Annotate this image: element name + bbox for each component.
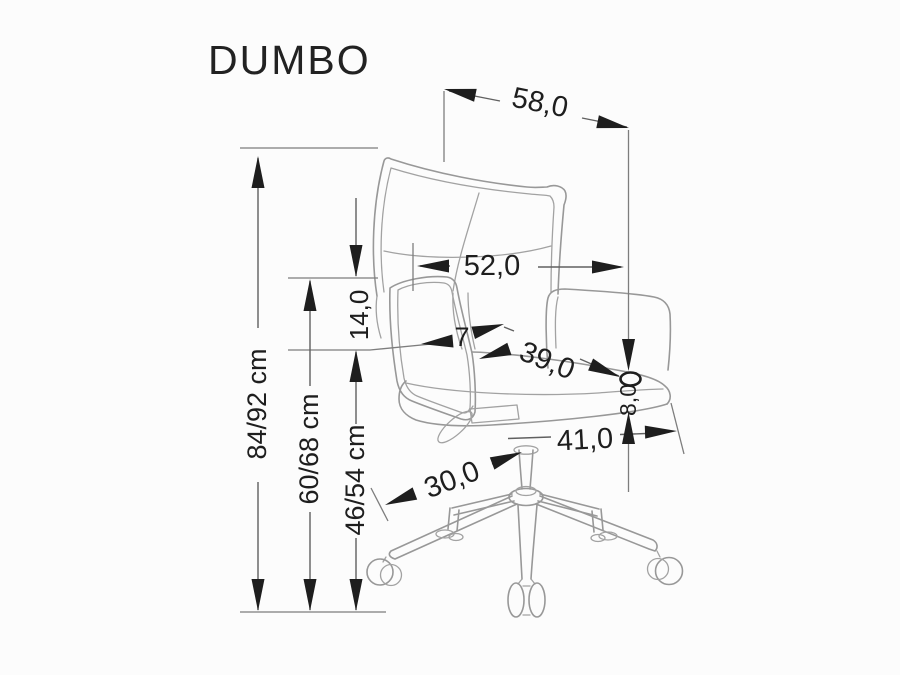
arrow-base-arm-lower [385,487,418,505]
armrest-left-outer [389,275,477,421]
seat-mechanism [469,404,520,424]
gas-lift-column-right [529,449,534,490]
caster-right-wheel-outer [654,556,684,586]
caster-front-wheel-left [507,582,525,618]
chair-line-art [366,157,684,618]
seat-bottom-edge [398,380,668,427]
chair-base [366,493,684,618]
arrow-armrest-height-top [303,279,317,311]
caster-left-wheel-outer [366,558,394,586]
armrest-right-outer [545,288,672,371]
arrow-armrest-height-bottom [303,579,317,611]
dim-label-total-height: 84/92 cm [242,348,272,459]
dim-label-total-depth: 58,0 [509,82,571,125]
gas-lift-column-left [518,449,523,490]
seat-edge-marker [619,371,642,387]
caster-rear-right-a [598,531,618,541]
base-hub [508,487,544,507]
arrow-seat-height-top [349,350,363,382]
base-hub-cap [515,485,537,497]
arrow-seat-height-bottom [349,579,363,611]
arrow-cushion-up [622,412,635,444]
arrow-total-height-bottom [251,579,265,611]
arrow-depth-left [444,88,477,102]
adjustment-lever [437,410,473,444]
arrow-seat-to-armrest-down [349,245,363,277]
dim-label-armrest-width: 7 [454,322,469,352]
dim-label-seat-height: 46/54 cm [340,424,370,535]
base-leg-rear-left [447,493,515,532]
dim-label-base-arm: 30,0 [420,455,484,505]
gas-lift-collar [513,445,539,455]
base-leg-left [388,495,518,560]
caster-right-stem [656,550,661,558]
base-leg-right [535,495,658,552]
arrow-seat-depth-start [479,342,512,359]
arrow-backrest-width-left [417,259,449,273]
ext-tick-base-left [370,487,389,522]
base-leg-front [517,504,538,580]
chair-armrest-left [389,275,477,421]
caster-front-fork [517,578,536,616]
dim-label-seat-to-armrest: 14,0 [344,290,374,341]
chair-armrest-right [545,288,672,371]
backrest-to-seat-line-b [467,292,476,350]
arrow-backrest-width-right [592,260,624,274]
arrow-cushion-down [622,339,635,371]
dim-label-backrest-width: 52,0 [464,250,520,282]
dim-label-armrest-height: 60/68 cm [294,393,324,504]
arrow-seat-depth-end [588,358,620,377]
arrow-total-height-top [251,156,265,188]
arrow-base-arm-upper [489,452,522,470]
backrest-lower-left-edge [375,295,382,339]
dim-line-backrest-width [420,265,621,268]
dim-label-cushion-thickness: 8,0 [615,384,641,416]
caster-right-wheel-inner [646,557,670,581]
backrest-seam [383,245,552,258]
dim-label-seat-width: 41,0 [556,423,614,458]
backrest-crease [452,192,480,292]
arrow-seat-width-right [644,425,677,439]
lever-link [468,405,474,413]
caster-rear-left-b [448,532,464,542]
backrest-outer [372,157,567,297]
caster-left-wheel-inner [379,563,403,587]
product-title: DUMBO [208,37,371,83]
ext-line-seat-level [288,341,453,351]
armrest-right-inner [554,296,559,349]
ext-tick-seat-width-right [670,402,685,455]
armrest-left-inner [397,281,472,414]
dim-label-seat-depth: 39,0 [515,336,579,387]
arrow-depth-right [596,115,629,129]
caster-rear-right-b [590,533,606,543]
arrow-armrest-width-left [421,334,454,348]
seat-piping [405,382,664,396]
base-leg-rear-right [537,493,604,533]
arrow-armrest-width-upper [471,324,504,339]
backrest-inner [380,167,555,293]
dimension-annotations: 84/92 cm 60/68 cm 46/54 cm 14,0 58,0 52,… [240,82,685,613]
caster-front-wheel-right [528,582,546,618]
